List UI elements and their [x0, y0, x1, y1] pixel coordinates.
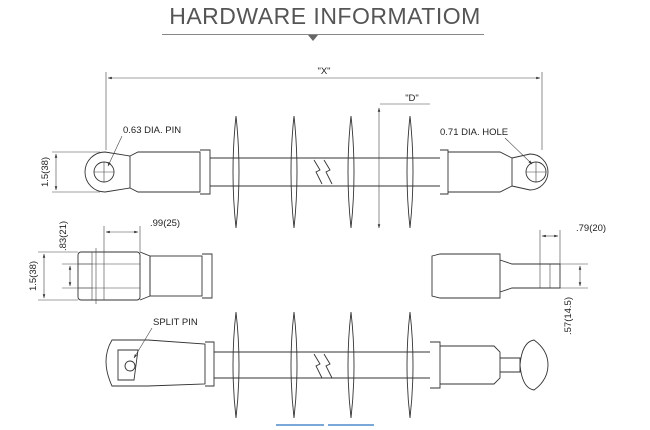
clevis-gap-label: .83(21): [58, 221, 69, 251]
d-dim-label: "D": [405, 93, 419, 104]
tongue-thickness-label: .57(14.5): [563, 297, 574, 335]
footer-accent-bar: [276, 424, 324, 426]
clevis-height-dimension: 1.5(38): [28, 251, 78, 301]
bottom-insulator: [105, 311, 549, 419]
title-down-arrow-icon: [308, 35, 318, 41]
title-underline: [162, 34, 484, 35]
footer-accent-bar: [328, 424, 374, 426]
tongue-width-dimension: .79(20): [539, 223, 606, 264]
top-insulator: [84, 115, 549, 229]
tongue-thickness-dimension: .57(14.5): [560, 263, 588, 335]
clevis-gap-dimension: .83(21): [58, 221, 92, 289]
clevis-length-dimension: .99(25): [103, 218, 180, 252]
x-dim-label: "X": [317, 66, 330, 77]
d-dimension: "D": [377, 93, 430, 229]
clevis-detail: [77, 248, 213, 304]
clevis-height-label: 1.5(38): [28, 261, 39, 291]
eye-height-label: 1.5(38): [40, 157, 51, 187]
split-pin-label: SPLIT PIN: [153, 317, 198, 328]
eye-height-dimension: 1.5(38): [40, 151, 100, 193]
clevis-length-label: .99(25): [150, 218, 180, 229]
header: HARDWARE INFORMATIOM: [0, 0, 650, 48]
tongue-width-label: .79(20): [576, 223, 606, 234]
x-dimension: "X": [105, 66, 543, 150]
hole-label: 0.71 DIA. HOLE: [440, 127, 508, 138]
page-title: HARDWARE INFORMATIOM: [169, 3, 481, 29]
tongue-detail: [431, 253, 561, 299]
pin-label: 0.63 DIA. PIN: [123, 125, 181, 136]
